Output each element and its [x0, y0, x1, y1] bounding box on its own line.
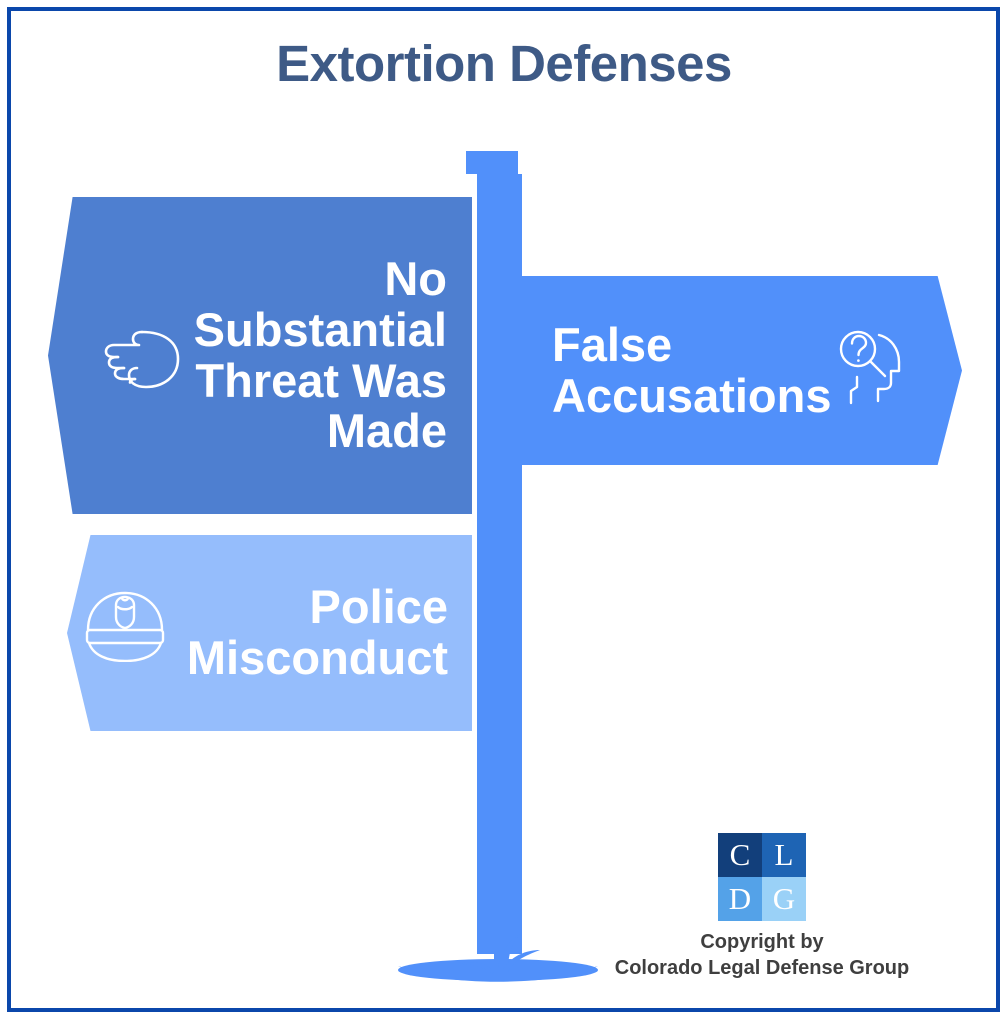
logo-cell-g: G: [762, 877, 806, 921]
sign-label: No Substantial Threat Was Made: [193, 252, 447, 458]
logo-cell-d: D: [718, 877, 762, 921]
copyright-line-1: Copyright by: [700, 931, 824, 953]
sign-label: False Accusations: [552, 317, 832, 422]
cldg-logo: C L D G: [718, 833, 806, 921]
sign-false-accusations[interactable]: False Accusations: [519, 276, 962, 465]
logo-block: C L D G Copyright by Colorado Legal Defe…: [612, 833, 912, 981]
copyright-line-2: Colorado Legal Defense Group: [614, 956, 910, 979]
sign-police-misconduct[interactable]: Police Misconduct: [67, 535, 472, 731]
page-title: Extortion Defenses: [276, 35, 732, 92]
signpost-cap: [466, 151, 518, 174]
logo-cell-c: C: [718, 833, 762, 877]
copyright-text: Copyright by Colorado Legal Defense Grou…: [612, 930, 912, 981]
logo-cell-l: L: [762, 833, 806, 877]
sign-label: Police Misconduct: [186, 580, 448, 684]
signpost-ground-icon: [398, 932, 598, 984]
signpost-shaft: [477, 174, 522, 954]
sign-no-substantial-threat-was-made[interactable]: No Substantial Threat Was Made: [48, 197, 472, 514]
